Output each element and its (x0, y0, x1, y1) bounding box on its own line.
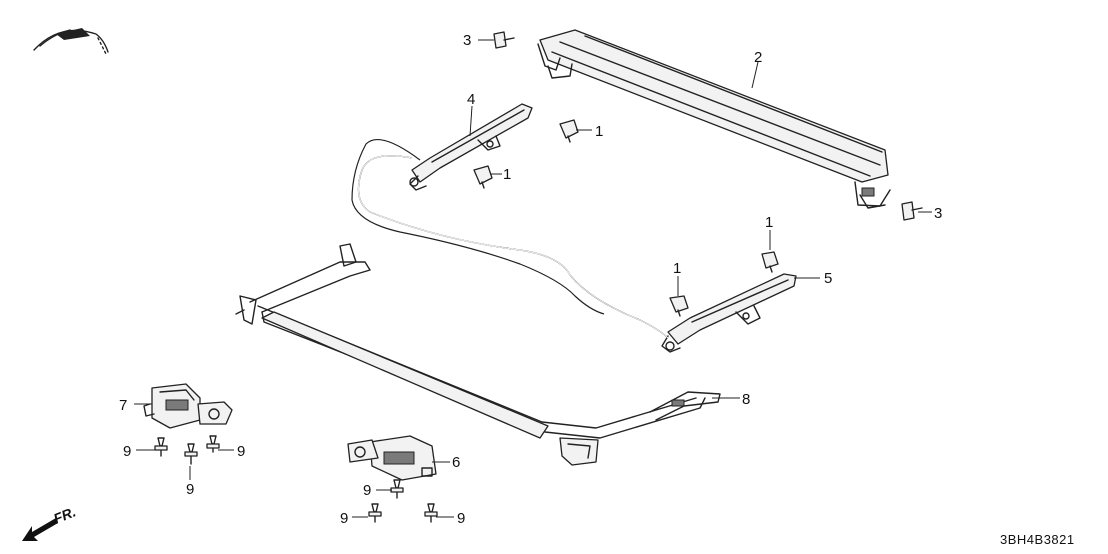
callout-9-right: 9 (237, 443, 245, 460)
leader-lines (134, 39, 932, 518)
callout-7: 7 (119, 397, 127, 414)
motor-left (143, 383, 233, 429)
bolt (901, 201, 923, 221)
front-direction-indicator: FR. (22, 503, 78, 541)
vehicle-roof-thumbnail (33, 28, 109, 55)
callout-9-bottom-left: 9 (340, 510, 348, 527)
screw (154, 437, 168, 457)
callout-8: 8 (742, 391, 750, 408)
callout-3-top: 3 (463, 32, 471, 49)
callout-6: 6 (452, 454, 460, 471)
callout-9-bottom-right: 9 (457, 510, 465, 527)
clip (473, 165, 493, 189)
screw (184, 443, 198, 465)
callout-9-left: 9 (123, 443, 131, 460)
callout-1-left: 1 (503, 166, 511, 183)
callout-9-mid: 9 (186, 481, 194, 498)
rear-frame (235, 243, 721, 466)
right-guide-rail (661, 273, 797, 353)
left-guide-rail (409, 103, 533, 191)
front-rail-assembly (537, 29, 891, 209)
motor-right (347, 435, 437, 481)
callout-1-right: 1 (765, 214, 773, 231)
diagram-code: 3BH4B3821 (1000, 532, 1075, 547)
callout-2: 2 (754, 49, 762, 66)
callout-5: 5 (824, 270, 832, 287)
callout-9-upper: 9 (363, 482, 371, 499)
screw (368, 503, 382, 523)
screw (390, 479, 404, 499)
screw (206, 435, 220, 453)
callout-1-top: 1 (595, 123, 603, 140)
callout-1-center: 1 (673, 260, 681, 277)
drive-cable (351, 138, 669, 339)
callout-4: 4 (467, 91, 475, 108)
front-label: FR. (51, 503, 78, 526)
clip (761, 251, 779, 273)
screw (424, 503, 438, 523)
front-arrow-icon (22, 518, 58, 541)
clip (669, 295, 689, 317)
clip (559, 119, 579, 143)
bolt (493, 31, 515, 49)
callout-3-right: 3 (934, 205, 942, 222)
